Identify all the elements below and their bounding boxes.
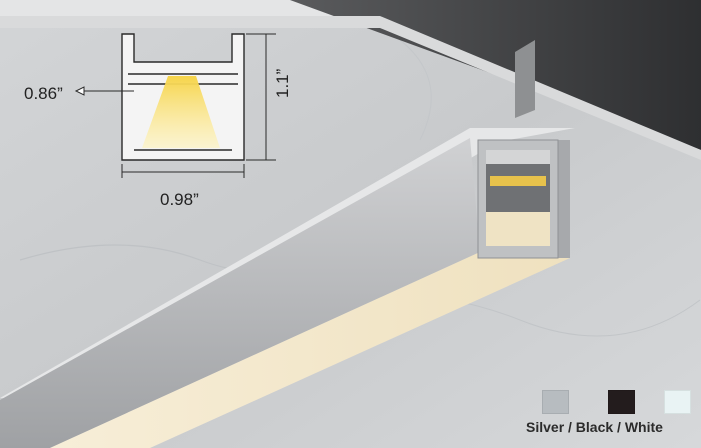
profile-side — [0, 138, 480, 448]
mounting-plate — [515, 40, 535, 118]
finish-swatches: Silver / Black / White — [526, 390, 698, 440]
cross-section-diagram — [74, 33, 276, 178]
led-strip — [490, 176, 546, 186]
swatch-silver[interactable] — [542, 390, 569, 414]
finish-label: Silver / Black / White — [526, 419, 663, 435]
profile-right-edge — [555, 140, 570, 258]
depth-label: 0.86” — [24, 84, 63, 103]
light-beam — [142, 76, 220, 148]
height-label: 1.1” — [273, 68, 292, 98]
width-label: 0.98” — [160, 190, 199, 209]
diffuser — [50, 252, 570, 448]
swatch-white[interactable] — [664, 390, 691, 414]
diffuser-end — [486, 212, 550, 246]
swatch-black[interactable] — [608, 390, 635, 414]
arrow-icon — [74, 86, 85, 96]
profile-inner-rail — [486, 150, 550, 164]
marble-vein — [399, 39, 432, 141]
